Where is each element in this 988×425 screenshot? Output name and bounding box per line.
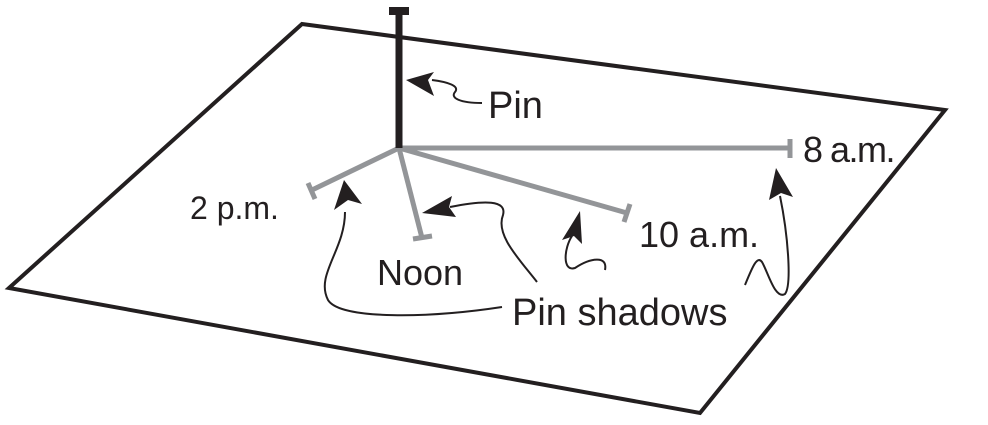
label-10am: 10 a.m. xyxy=(639,214,759,255)
shadow-callout-2pm-arrow xyxy=(323,180,503,317)
shadow-2pm xyxy=(305,145,401,201)
shadow-noon xyxy=(396,147,433,242)
shadow-callout-10am-arrow xyxy=(562,211,607,271)
shadow-callout-noon-arrow xyxy=(422,196,538,283)
shadow-callout-8am-arrow xyxy=(744,168,793,296)
label-pin-shadows: Pin shadows xyxy=(512,292,727,334)
label-2pm: 2 p.m. xyxy=(190,190,279,226)
shadow-8am xyxy=(399,139,793,158)
ground-plane xyxy=(4,21,949,416)
label-noon: Noon xyxy=(377,252,463,293)
shadow-10am xyxy=(398,145,633,223)
label-pin: Pin xyxy=(488,85,543,127)
pin xyxy=(389,7,409,148)
pin-callout-arrow xyxy=(406,72,483,104)
label-8am: 8 a.m. xyxy=(803,129,894,170)
